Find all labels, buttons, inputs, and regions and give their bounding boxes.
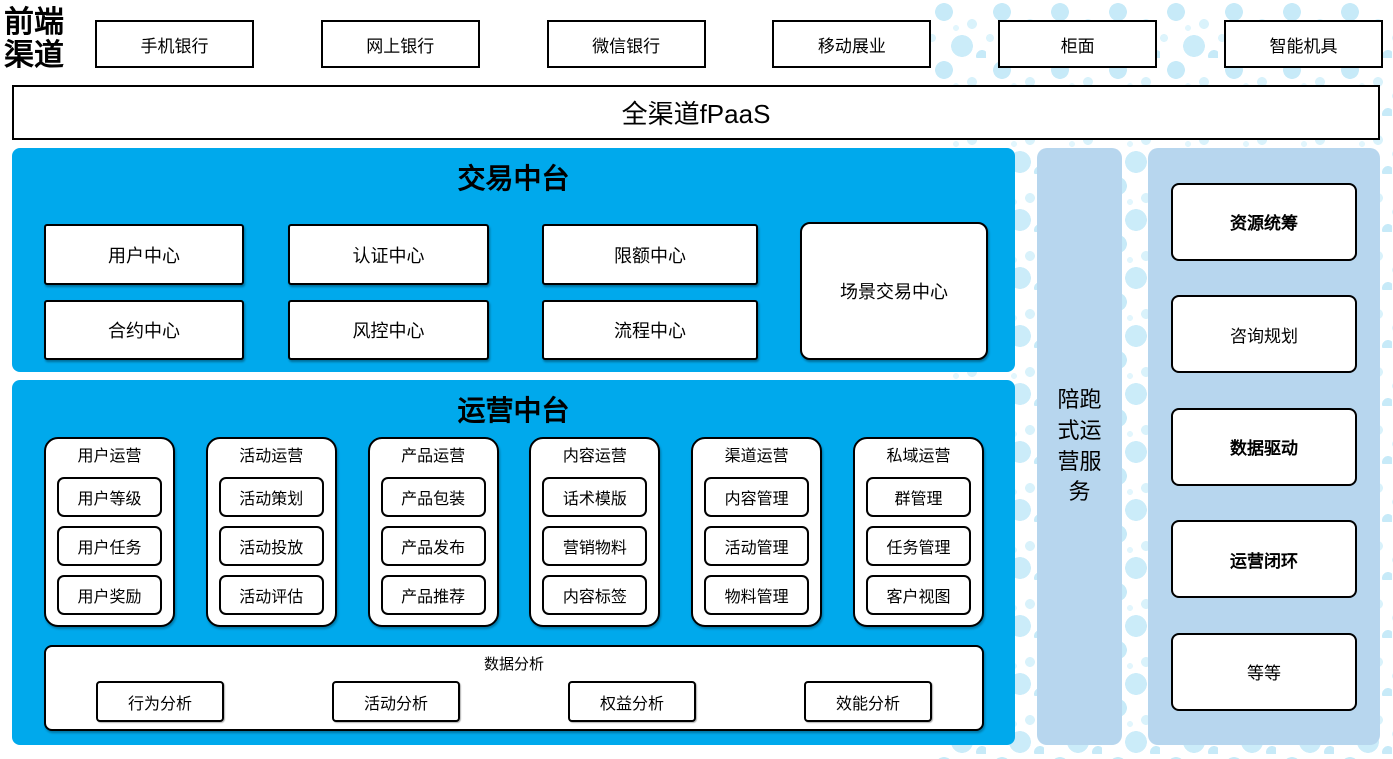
trade-platform-panel: 交易中台 用户中心 认证中心 限额中心 合约中心 风控中心 流程中心 场景交易中…	[12, 148, 1015, 372]
group-item: 产品发布	[380, 526, 486, 567]
companion-operation-service-label: 陪跑式运营服务	[1057, 386, 1102, 505]
operation-platform-panel: 运营中台 用户运营 用户等级用户任务用户奖励 活动运营 活动策划活动投放活动评估…	[12, 380, 1015, 745]
front-channels-label: 前端渠道	[4, 5, 64, 73]
group-item: 群管理	[865, 477, 971, 518]
group-item: 用户等级	[57, 477, 162, 518]
data-analysis-item: 权益分析	[568, 681, 696, 722]
channel-box: 网上银行	[320, 20, 480, 68]
data-analysis-item: 行为分析	[96, 681, 224, 722]
operation-groups-row: 用户运营 用户等级用户任务用户奖励 活动运营 活动策划活动投放活动评估 产品运营…	[44, 437, 984, 627]
group-item: 产品推荐	[380, 575, 486, 616]
group-item: 活动管理	[704, 526, 810, 567]
channel-box: 微信银行	[546, 20, 706, 68]
group-title: 私域运营	[886, 448, 951, 465]
group-items: 产品包装产品发布产品推荐	[380, 468, 486, 616]
group-items: 内容管理活动管理物料管理	[704, 468, 810, 616]
group-item: 话术模版	[542, 477, 648, 518]
group-private-domain-operation: 私域运营 群管理任务管理客户视图	[852, 437, 984, 627]
data-analysis-item: 效能分析	[804, 681, 932, 722]
group-items: 用户等级用户任务用户奖励	[57, 468, 162, 616]
data-analysis-item: 活动分析	[332, 681, 460, 722]
service-items-panel: 资源统筹 咨询规划 数据驱动 运营闭环 等等	[1148, 148, 1380, 745]
service-box-closed-loop: 运营闭环	[1171, 520, 1357, 598]
group-item: 任务管理	[865, 526, 971, 567]
group-item: 客户视图	[865, 575, 971, 616]
group-item: 物料管理	[704, 575, 810, 616]
channel-box: 柜面	[998, 20, 1158, 68]
group-item: 内容标签	[542, 575, 648, 616]
service-box-consulting: 咨询规划	[1171, 295, 1357, 373]
group-item: 用户奖励	[57, 575, 162, 616]
service-box-resource: 资源统筹	[1171, 182, 1357, 261]
operation-platform-title: 运营中台	[457, 394, 570, 427]
center-box-process: 流程中心	[542, 300, 758, 360]
group-item: 用户任务	[57, 526, 162, 567]
channel-box: 手机银行	[95, 20, 254, 68]
data-analysis-title: 数据分析	[483, 656, 544, 673]
data-analysis-card: 数据分析 行为分析 活动分析 权益分析 效能分析	[44, 645, 984, 731]
group-items: 话术模版营销物料内容标签	[542, 468, 648, 616]
service-box-data-driven: 数据驱动	[1171, 407, 1357, 486]
group-item: 产品包装	[380, 477, 486, 518]
group-item: 活动评估	[218, 575, 324, 616]
channel-box: 移动展业	[772, 20, 932, 68]
center-box-auth: 认证中心	[288, 224, 489, 285]
group-user-operation: 用户运营 用户等级用户任务用户奖励	[44, 437, 175, 627]
group-item: 活动策划	[218, 477, 324, 518]
group-items: 活动策划活动投放活动评估	[218, 468, 324, 616]
channel-box: 智能机具	[1223, 20, 1383, 68]
group-items: 群管理任务管理客户视图	[865, 468, 971, 616]
group-channel-operation: 渠道运营 内容管理活动管理物料管理	[691, 437, 823, 627]
group-product-operation: 产品运营 产品包装产品发布产品推荐	[367, 437, 499, 627]
companion-operation-service-bar: 陪跑式运营服务	[1037, 148, 1122, 745]
group-activity-operation: 活动运营 活动策划活动投放活动评估	[205, 437, 337, 627]
omnichannel-fpaas-bar: 全渠道fPaaS	[12, 85, 1380, 140]
center-box-user: 用户中心	[44, 224, 244, 285]
center-box-limit: 限额中心	[542, 224, 758, 285]
center-box-contract: 合约中心	[44, 300, 244, 360]
group-item: 活动投放	[218, 526, 324, 567]
group-content-operation: 内容运营 话术模版营销物料内容标签	[529, 437, 661, 627]
data-analysis-row: 行为分析 活动分析 权益分析 效能分析	[46, 681, 982, 722]
group-title: 活动运营	[239, 448, 304, 465]
group-title: 产品运营	[401, 448, 466, 465]
center-box-scenario-trade: 场景交易中心	[800, 222, 988, 360]
group-item: 内容管理	[704, 477, 810, 518]
center-box-risk: 风控中心	[288, 300, 489, 360]
group-title: 用户运营	[77, 448, 142, 465]
group-item: 营销物料	[542, 526, 648, 567]
group-title: 渠道运营	[724, 448, 789, 465]
trade-platform-title: 交易中台	[457, 162, 570, 195]
service-box-etc: 等等	[1171, 632, 1357, 711]
front-channels-row: 手机银行 网上银行 微信银行 移动展业 柜面 智能机具	[95, 20, 1383, 68]
group-title: 内容运营	[562, 448, 627, 465]
